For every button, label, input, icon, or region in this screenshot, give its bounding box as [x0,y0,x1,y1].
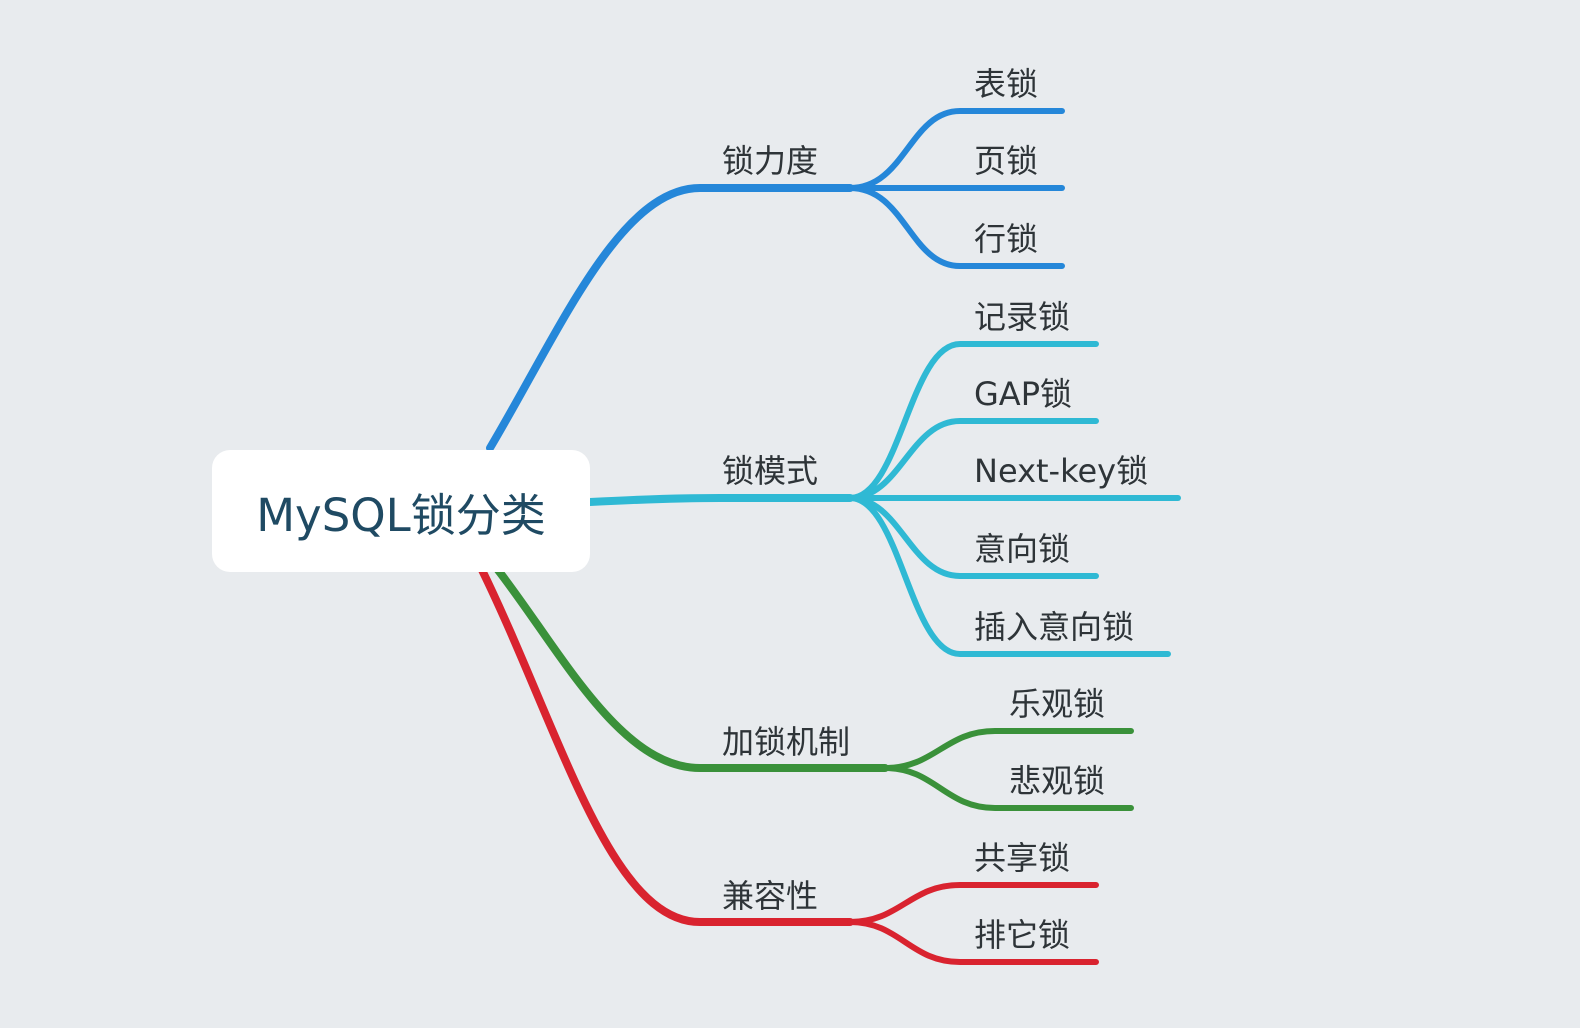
connector-branch-0-leaf-2 [847,185,1065,269]
connector-branch-1-leaf-0 [847,341,1099,501]
root-node[interactable]: MySQL锁分类 [212,450,590,572]
branch-label-1[interactable]: 锁模式 [722,452,819,490]
leaf-label-2-0[interactable]: 乐观锁 [1009,685,1106,723]
branch-label-3[interactable]: 兼容性 [722,877,819,915]
connector-branch-2-leaf-0 [882,728,1134,771]
leaf-label-1-4[interactable]: 插入意向锁 [974,608,1135,646]
leaf-label-0-1[interactable]: 页锁 [974,142,1039,180]
connector-branch-1-leaf-4 [847,495,1171,657]
branch-label-0[interactable]: 锁力度 [722,142,819,180]
root-label: MySQL锁分类 [256,488,546,542]
connector-root-to-branch-2 [494,566,889,772]
connector-root-to-branch-1 [586,494,854,506]
leaf-label-1-3[interactable]: 意向锁 [974,530,1071,568]
leaf-label-3-0[interactable]: 共享锁 [974,839,1071,877]
connector-root-to-branch-0 [486,184,854,452]
connector-branch-1-leaf-1 [847,418,1099,501]
branch-label-2[interactable]: 加锁机制 [722,723,851,761]
leaf-label-0-0[interactable]: 表锁 [974,65,1039,103]
leaf-label-0-2[interactable]: 行锁 [974,220,1039,258]
connector-branch-2-leaf-1 [882,765,1134,811]
leaf-label-1-1[interactable]: GAP锁 [974,375,1072,413]
leaf-label-1-0[interactable]: 记录锁 [974,298,1071,336]
connector-branch-0-leaf-0 [847,108,1065,191]
connector-branch-3-leaf-0 [847,882,1099,925]
connector-root-to-branch-3 [478,566,854,926]
leaf-label-2-1[interactable]: 悲观锁 [1009,762,1106,800]
connector-branch-3-leaf-1 [847,919,1099,965]
leaf-label-3-1[interactable]: 排它锁 [974,916,1071,954]
leaf-label-1-2[interactable]: Next-key锁 [974,452,1149,490]
